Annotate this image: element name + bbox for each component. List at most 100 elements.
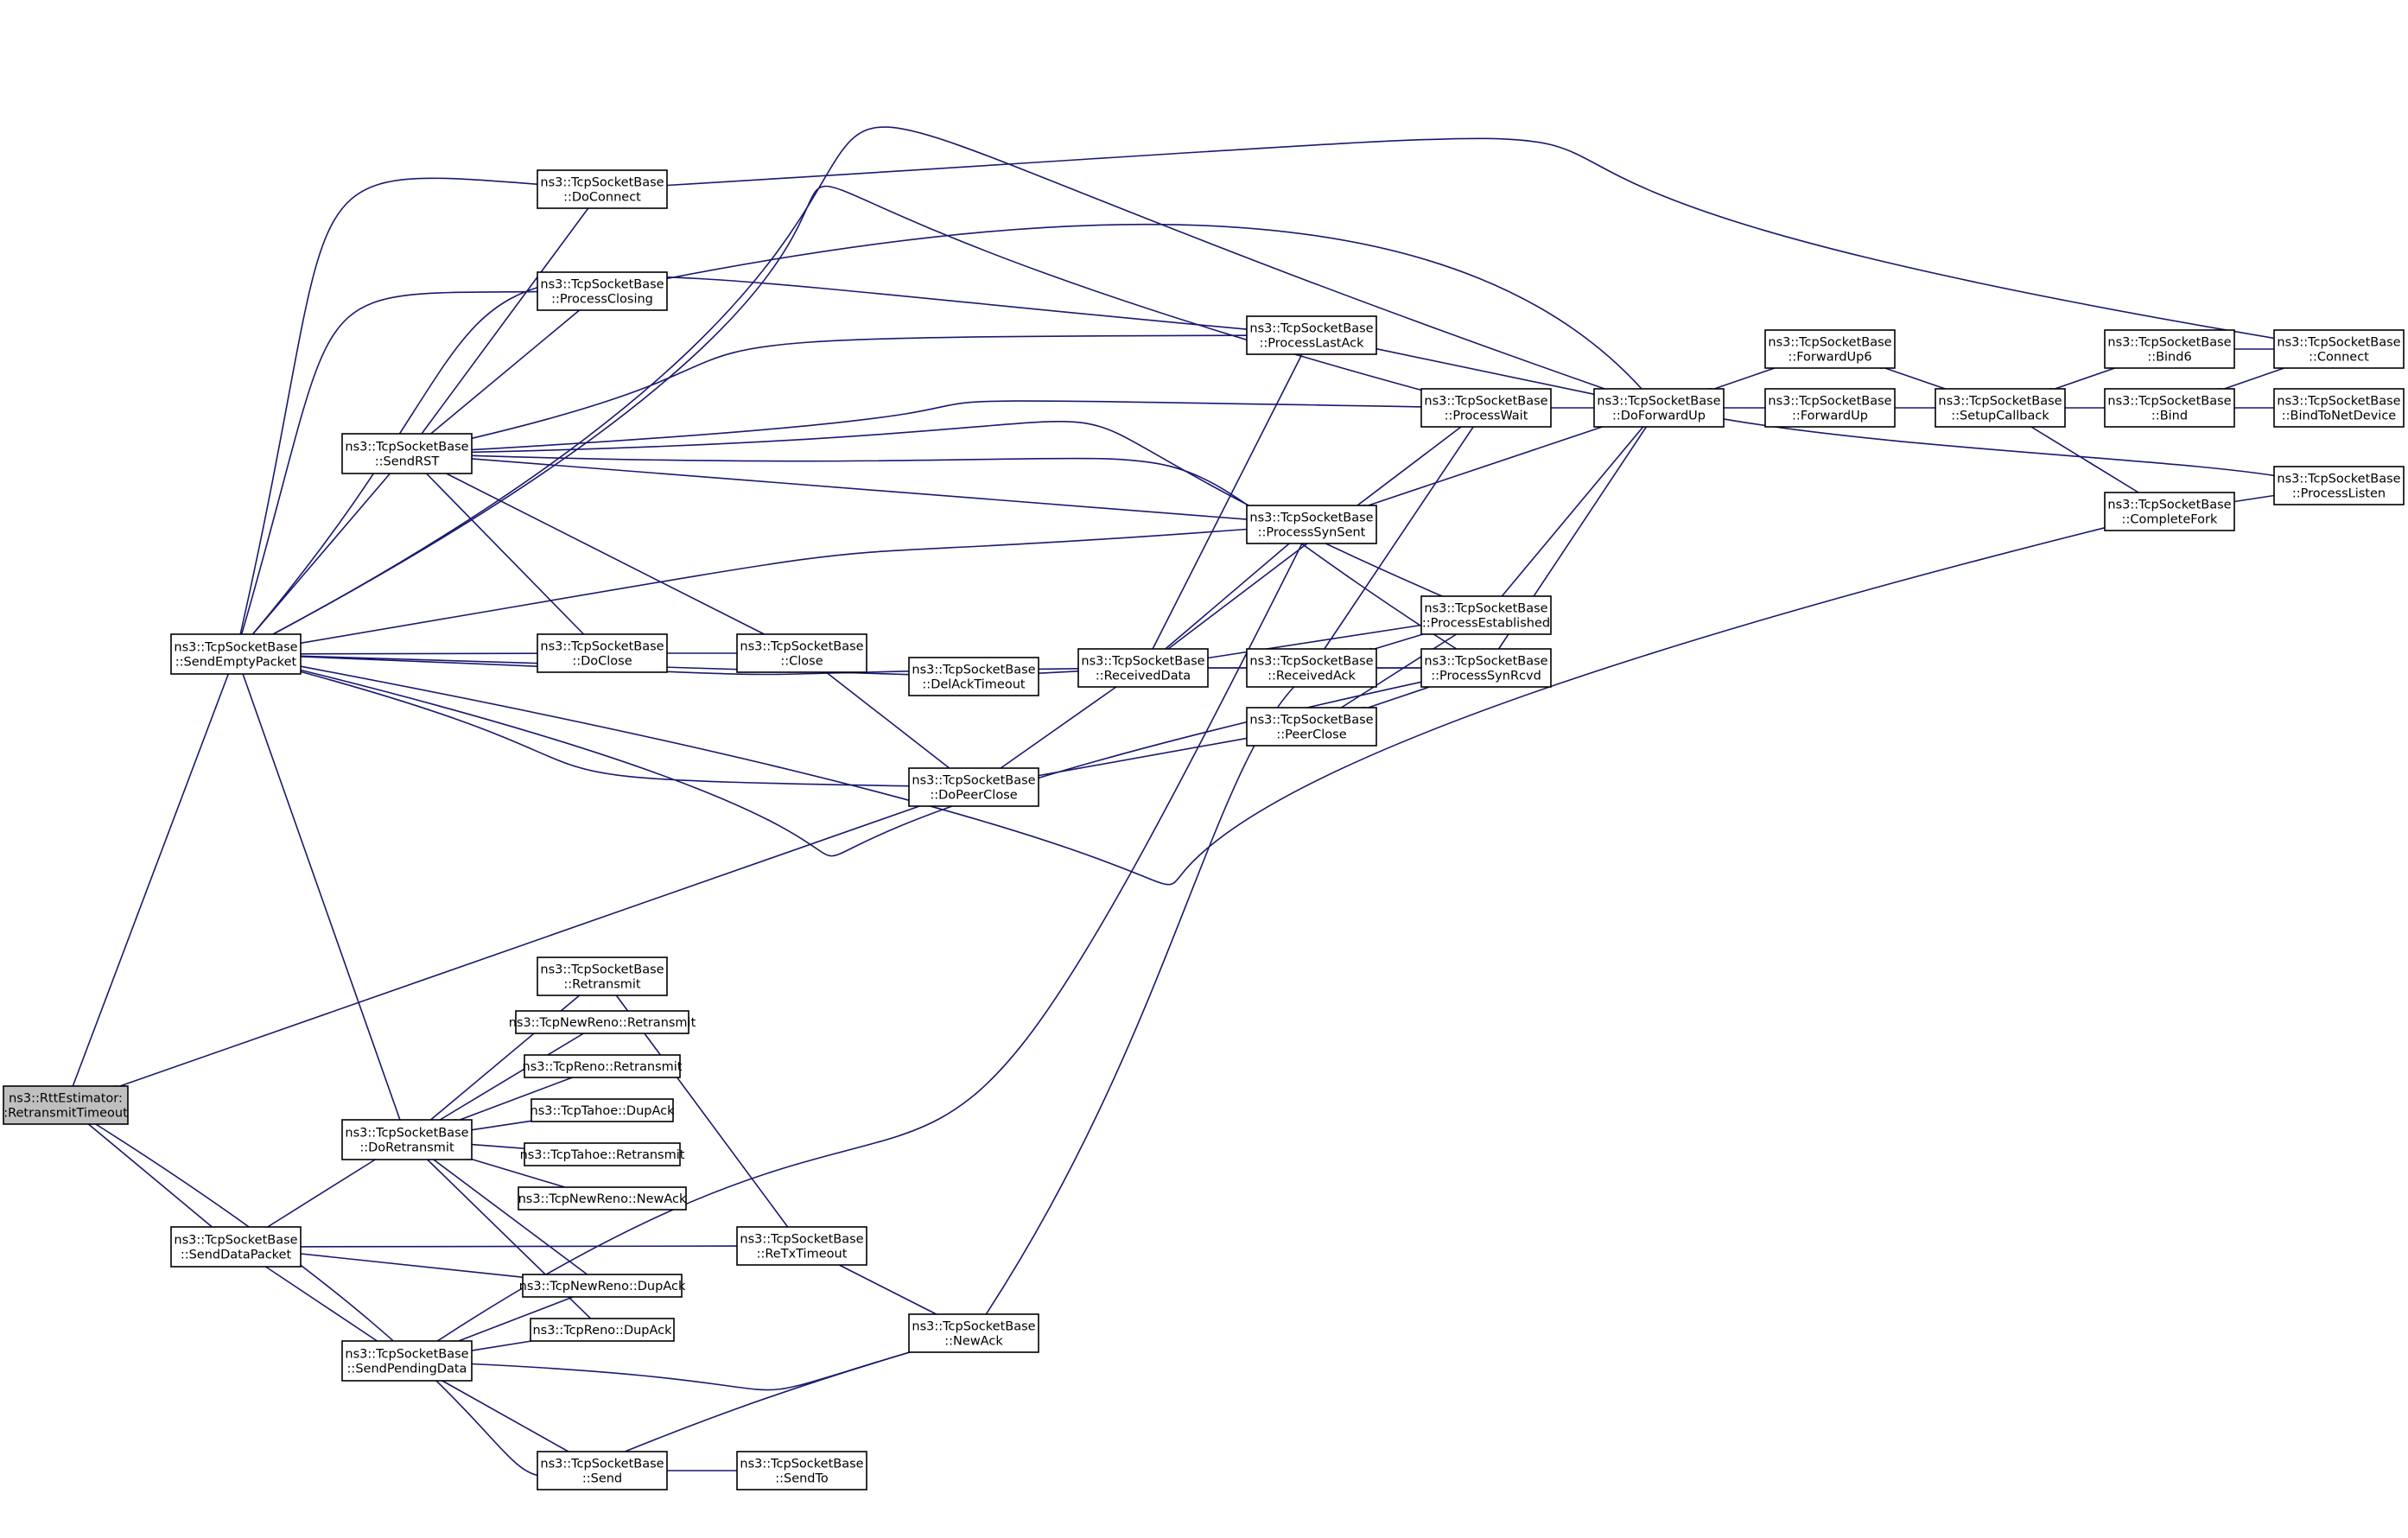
- node-label-line: ns3::TcpSocketBase: [740, 1233, 863, 1247]
- node-tretx[interactable]: ns3::TcpTahoe::Retransmit: [520, 1142, 685, 1166]
- node-rto[interactable]: ns3::RttEstimator::RetransmitTimeout: [3, 1085, 129, 1125]
- node-sendto[interactable]: ns3::TcpSocketBase::SendTo: [736, 1451, 867, 1490]
- node-bind[interactable]: ns3::TcpSocketBase::Bind: [2104, 388, 2235, 428]
- node-box[interactable]: [537, 956, 668, 996]
- node-box[interactable]: [515, 1010, 689, 1034]
- node-box[interactable]: [2273, 466, 2405, 505]
- node-rretx[interactable]: ns3::TcpReno::Retransmit: [523, 1054, 683, 1078]
- node-box[interactable]: [524, 1142, 681, 1166]
- node-scb[interactable]: ns3::TcpSocketBase::SetupCallback: [1935, 388, 2066, 428]
- node-dretx[interactable]: ns3::TcpSocketBase::DoRetransmit: [341, 1119, 473, 1160]
- node-box[interactable]: [736, 633, 867, 673]
- node-label-line: ::SendDataPacket: [181, 1249, 292, 1262]
- node-tdup[interactable]: ns3::TcpTahoe::DupAck: [531, 1098, 676, 1122]
- node-plast[interactable]: ns3::TcpSocketBase::ProcessLastAck: [1246, 315, 1377, 355]
- node-newack[interactable]: ns3::TcpSocketBase::NewAck: [908, 1313, 1039, 1353]
- node-box[interactable]: [531, 1098, 674, 1122]
- node-nrretx[interactable]: ns3::TcpNewReno::Retransmit: [509, 1010, 696, 1034]
- node-box[interactable]: [341, 1340, 473, 1382]
- node-box[interactable]: [537, 633, 668, 673]
- node-box[interactable]: [1420, 648, 1552, 688]
- node-box[interactable]: [1246, 707, 1377, 747]
- edge-rtxto-to-sdp: [295, 1243, 738, 1249]
- node-box[interactable]: [522, 1274, 683, 1298]
- edge-pwait-to-rack: [1319, 426, 1474, 655]
- node-pclosing[interactable]: ns3::TcpSocketBase::ProcessClosing: [537, 271, 668, 311]
- node-label-line: ns3::TcpSocketBase: [740, 640, 863, 654]
- node-prcvd[interactable]: ns3::TcpSocketBase::ProcessSynRcvd: [1420, 648, 1552, 688]
- node-label-line: ::Retransmit: [563, 978, 641, 992]
- node-cfork[interactable]: ns3::TcpSocketBase::CompleteFork: [2104, 492, 2235, 531]
- edge-connect-to-bind: [2219, 367, 2284, 393]
- node-pclose[interactable]: ns3::TcpSocketBase::PeerClose: [1246, 707, 1377, 747]
- node-label-line: ::ReTxTimeout: [757, 1248, 848, 1262]
- node-box[interactable]: [341, 433, 473, 474]
- node-rack[interactable]: ns3::TcpSocketBase::ReceivedAck: [1246, 648, 1377, 688]
- node-box[interactable]: [1246, 315, 1377, 355]
- node-box[interactable]: [736, 1451, 867, 1490]
- node-box[interactable]: [2104, 492, 2235, 531]
- node-box[interactable]: [537, 271, 668, 311]
- node-rdata[interactable]: ns3::TcpSocketBase::ReceivedData: [1077, 648, 1209, 688]
- node-box[interactable]: [1246, 505, 1377, 544]
- node-dclose[interactable]: ns3::TcpSocketBase::DoClose: [537, 633, 668, 673]
- node-box[interactable]: [736, 1226, 867, 1266]
- node-box[interactable]: [170, 1226, 302, 1268]
- node-dconn[interactable]: ns3::TcpSocketBase::DoConnect: [537, 169, 668, 209]
- node-box[interactable]: [537, 1451, 668, 1490]
- node-plisten[interactable]: ns3::TcpSocketBase::ProcessListen: [2273, 466, 2405, 505]
- node-box[interactable]: [537, 169, 668, 209]
- node-box[interactable]: [3, 1085, 129, 1125]
- node-delack[interactable]: ns3::TcpSocketBase::DelAckTimeout: [908, 657, 1039, 696]
- edge-psent-to-srst: [467, 455, 1248, 520]
- node-close[interactable]: ns3::TcpSocketBase::Close: [736, 633, 867, 673]
- node-srst[interactable]: ns3::TcpSocketBase::SendRST: [341, 433, 473, 474]
- node-box[interactable]: [1764, 329, 1896, 369]
- node-box[interactable]: [1420, 388, 1552, 428]
- node-box[interactable]: [170, 633, 302, 675]
- node-sep[interactable]: ns3::TcpSocketBase::SendEmptyPacket: [170, 633, 302, 675]
- node-box[interactable]: [2273, 388, 2405, 428]
- node-dpc[interactable]: ns3::TcpSocketBase::DoPeerClose: [908, 767, 1039, 807]
- node-psent[interactable]: ns3::TcpSocketBase::ProcessSynSent: [1246, 505, 1377, 544]
- node-label-line: ns3::TcpSocketBase: [1768, 336, 1891, 350]
- node-label-line: ::ProcessWait: [1445, 410, 1528, 423]
- node-box[interactable]: [2104, 388, 2235, 428]
- node-dfu[interactable]: ns3::TcpSocketBase::DoForwardUp: [1593, 388, 1725, 428]
- node-box[interactable]: [2273, 329, 2405, 369]
- node-box[interactable]: [908, 767, 1039, 807]
- node-box[interactable]: [1420, 595, 1552, 635]
- node-sdp[interactable]: ns3::TcpSocketBase::SendDataPacket: [170, 1226, 302, 1268]
- node-box[interactable]: [908, 1313, 1039, 1353]
- node-box[interactable]: [1764, 388, 1896, 428]
- node-fu[interactable]: ns3::TcpSocketBase::ForwardUp: [1764, 388, 1896, 428]
- node-pest[interactable]: ns3::TcpSocketBase::ProcessEstablished: [1420, 595, 1552, 635]
- edge-rretx-to-dretx: [454, 1077, 573, 1124]
- node-pwait[interactable]: ns3::TcpSocketBase::ProcessWait: [1420, 388, 1552, 428]
- node-box[interactable]: [1246, 648, 1377, 688]
- node-box[interactable]: [1593, 388, 1725, 428]
- node-box[interactable]: [1935, 388, 2066, 428]
- node-box[interactable]: [530, 1318, 675, 1342]
- edge-nrnew-to-dretx: [466, 1155, 566, 1188]
- node-bind6[interactable]: ns3::TcpSocketBase::Bind6: [2104, 329, 2235, 369]
- node-box[interactable]: [518, 1186, 687, 1211]
- node-connect[interactable]: ns3::TcpSocketBase::Connect: [2273, 329, 2405, 369]
- node-label-line: ns3::TcpSocketBase: [2277, 336, 2400, 350]
- node-box[interactable]: [524, 1054, 681, 1078]
- node-box[interactable]: [908, 657, 1039, 696]
- node-box[interactable]: [341, 1119, 473, 1160]
- node-box[interactable]: [1077, 648, 1209, 688]
- node-box[interactable]: [2104, 329, 2235, 369]
- node-send[interactable]: ns3::TcpSocketBase::Send: [537, 1451, 668, 1490]
- node-nrdup[interactable]: ns3::TcpNewReno::DupAck: [519, 1274, 686, 1298]
- node-rtxto[interactable]: ns3::TcpSocketBase::ReTxTimeout: [736, 1226, 867, 1266]
- node-rdup[interactable]: ns3::TcpReno::DupAck: [530, 1318, 675, 1342]
- node-retx[interactable]: ns3::TcpSocketBase::Retransmit: [537, 956, 668, 996]
- node-btnd[interactable]: ns3::TcpSocketBase::BindToNetDevice: [2273, 388, 2405, 428]
- edge-newack-to-rto: [90, 1119, 911, 1478]
- edge-dclose-to-sep: [295, 651, 538, 657]
- node-nrnew[interactable]: ns3::TcpNewReno::NewAck: [518, 1186, 687, 1211]
- node-spd[interactable]: ns3::TcpSocketBase::SendPendingData: [341, 1340, 473, 1382]
- node-fu6[interactable]: ns3::TcpSocketBase::ForwardUp6: [1764, 329, 1896, 369]
